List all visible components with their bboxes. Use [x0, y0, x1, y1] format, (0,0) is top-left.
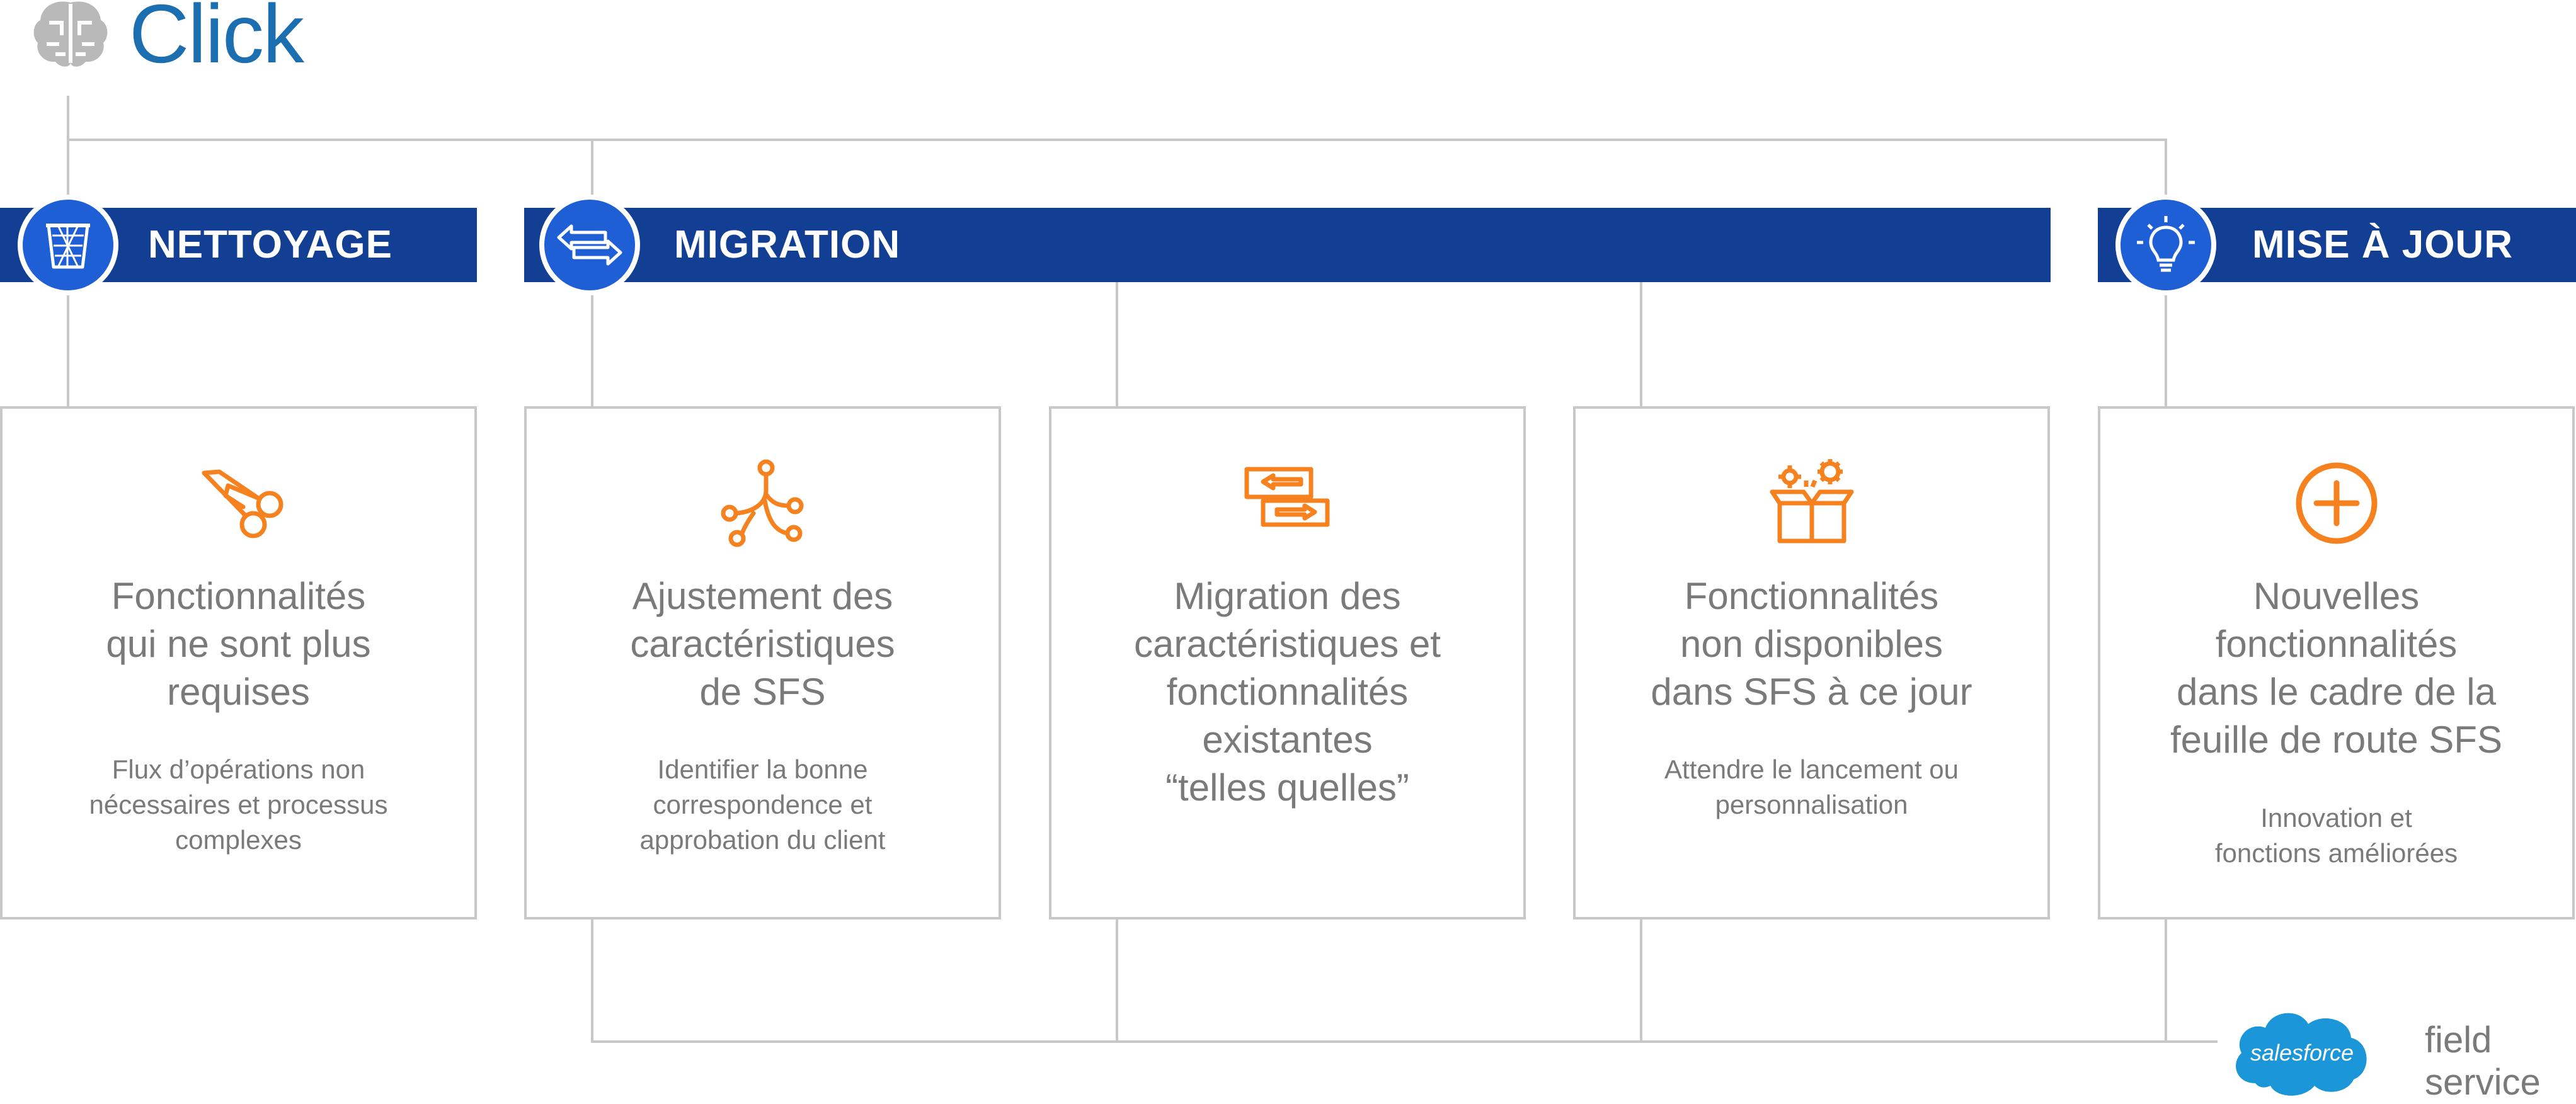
phase-icon-migration [539, 195, 640, 295]
connector-line [1116, 919, 1118, 1043]
lightbulb-icon [2137, 216, 2195, 272]
card-adjustment: Ajustement des caractéristiques de SFS I… [524, 406, 1001, 919]
transfer-arrows-icon [1244, 467, 1329, 527]
card-migration: Migration des caractéristiques et foncti… [1049, 406, 1526, 919]
brain-icon [33, 1, 108, 67]
card-title: Fonctionnalités non disponibles dans SFS… [1651, 575, 1972, 713]
phase-band-migration [524, 208, 2051, 282]
phase-icon-mise-a-jour [2115, 195, 2216, 295]
trash-bin-icon [46, 224, 90, 269]
card-title: Nouvelles fonctionnalités dans le cadre … [2170, 575, 2502, 761]
phase-icon-nettoyage [18, 195, 118, 295]
header: Click [0, 0, 441, 82]
card-description: Identifier la bonne correspondence et ap… [639, 754, 886, 855]
connector-line [1116, 282, 1118, 407]
connector-line [1640, 919, 1642, 1043]
phase-label-mise-a-jour: MISE À JOUR [2252, 223, 2514, 266]
connector-line [2165, 919, 2167, 1043]
card-new-features: Nouvelles fonctionnalités dans le cadre … [2098, 406, 2575, 919]
phase-label-nettoyage: NETTOYAGE [148, 223, 392, 266]
connector-line [591, 919, 593, 1043]
card-title: Migration des caractéristiques et foncti… [1134, 575, 1441, 809]
phase-label-migration: MIGRATION [674, 223, 901, 266]
connector-line [591, 1040, 2218, 1043]
card-title: Ajustement des caractéristiques de SFS [630, 575, 895, 713]
branch-nodes-icon [721, 459, 803, 547]
plus-circle-icon [2296, 462, 2377, 544]
product-name: field service [2425, 1020, 2541, 1103]
card-unavailable: Fonctionnalités non disponibles dans SFS… [1573, 406, 2050, 919]
salesforce-wordmark: salesforce [2250, 1040, 2354, 1066]
connector-line [67, 139, 2167, 141]
card-cleanup: Fonctionnalités qui ne sont plus requise… [0, 406, 477, 919]
card-title: Fonctionnalités qui ne sont plus requise… [106, 575, 371, 713]
scissors-icon [202, 469, 283, 538]
card-description: Flux d’opérations non nécessaires et pro… [89, 754, 388, 855]
swap-arrows-icon [557, 224, 622, 266]
card-description: Innovation et fonctions améliorées [2214, 803, 2458, 868]
box-gears-icon [1770, 459, 1853, 543]
salesforce-cloud-logo: salesforce [2236, 1013, 2367, 1096]
brand-title: Click [129, 0, 304, 80]
connector-line [1640, 282, 1642, 407]
card-description: Attendre le lancement ou personnalisatio… [1664, 754, 1959, 819]
